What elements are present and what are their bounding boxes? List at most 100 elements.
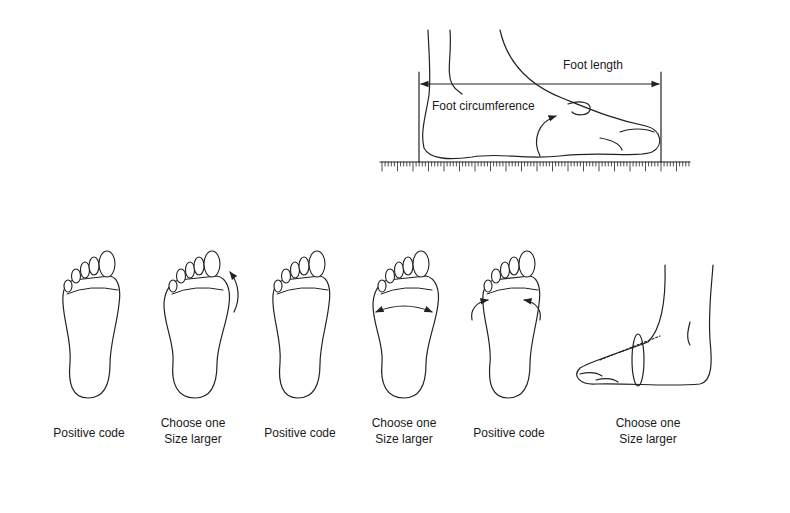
extension-line bbox=[418, 72, 419, 162]
toe bbox=[519, 251, 535, 277]
ruler-tick bbox=[394, 162, 395, 166]
circumference-loop bbox=[537, 116, 556, 156]
label-holder: Foot length bbox=[563, 57, 643, 73]
ruler-tick bbox=[506, 162, 507, 171]
ruler-tick bbox=[580, 162, 581, 166]
ruler-tick bbox=[447, 162, 448, 166]
footprint bbox=[273, 251, 330, 398]
ruler-tick bbox=[645, 162, 646, 171]
ruler-tick bbox=[527, 162, 528, 166]
ruler-tick bbox=[642, 162, 643, 166]
ruler-tick bbox=[428, 162, 429, 171]
toe-line bbox=[600, 138, 622, 150]
dimension-label: Foot circumference bbox=[432, 98, 562, 114]
ruler-tick bbox=[462, 162, 463, 166]
ruler-tick bbox=[540, 162, 541, 166]
ruler-tick bbox=[431, 162, 432, 166]
ruler-tick bbox=[688, 162, 689, 166]
caption: Choose one Size larger bbox=[362, 415, 446, 447]
ruler-tick bbox=[577, 162, 578, 166]
ruler-ticks bbox=[382, 162, 689, 171]
ruler-tick bbox=[648, 162, 649, 166]
footprint bbox=[373, 251, 439, 398]
ruler-tick bbox=[664, 162, 665, 166]
ruler-tick bbox=[626, 162, 627, 166]
instep-dots bbox=[600, 336, 660, 360]
side-toes bbox=[580, 373, 618, 382]
sole-outline bbox=[373, 276, 439, 398]
ruler-tick bbox=[413, 162, 414, 171]
toe bbox=[291, 262, 300, 278]
caption: Choose one Size larger bbox=[606, 415, 690, 447]
ruler-tick bbox=[537, 162, 538, 171]
side-leg bbox=[688, 322, 690, 345]
ruler-tick bbox=[661, 162, 662, 171]
ruler-tick bbox=[589, 162, 590, 166]
toe bbox=[386, 269, 395, 283]
ruler-tick bbox=[512, 162, 513, 166]
extension-line bbox=[660, 72, 661, 162]
ruler-tick bbox=[515, 162, 516, 166]
ruler-tick bbox=[406, 162, 407, 166]
ruler-tick bbox=[391, 162, 392, 166]
ruler-tick bbox=[533, 162, 534, 166]
ruler-tick bbox=[490, 162, 491, 171]
caption: Positive code bbox=[467, 425, 551, 441]
footprint bbox=[63, 251, 120, 398]
ruler-tick bbox=[614, 162, 615, 171]
toe bbox=[403, 257, 413, 275]
toe bbox=[169, 280, 177, 292]
ruler-tick bbox=[444, 162, 445, 171]
toe-base bbox=[381, 288, 432, 294]
toe-base bbox=[67, 288, 118, 294]
ruler-tick bbox=[487, 162, 488, 166]
ruler-tick bbox=[571, 162, 572, 166]
label-holder: Foot circumference bbox=[432, 98, 562, 114]
ruler-tick bbox=[602, 162, 603, 166]
ruler-tick bbox=[679, 162, 680, 166]
ruler-tick bbox=[611, 162, 612, 166]
ruler-tick bbox=[450, 162, 451, 166]
ruler-tick bbox=[468, 162, 469, 166]
ruler-tick bbox=[651, 162, 652, 166]
ruler-tick bbox=[459, 162, 460, 171]
ruler-tick bbox=[595, 162, 596, 166]
footprint bbox=[164, 251, 230, 398]
ruler-tick bbox=[599, 162, 600, 171]
ruler-tick bbox=[524, 162, 525, 166]
ruler-tick bbox=[465, 162, 466, 166]
ruler-tick bbox=[481, 162, 482, 166]
ruler-tick bbox=[630, 162, 631, 171]
ruler-tick bbox=[382, 162, 383, 171]
ruler-tick bbox=[440, 162, 441, 166]
circumference-loop bbox=[568, 102, 590, 115]
toe-base bbox=[277, 288, 328, 294]
ruler-tick bbox=[568, 162, 569, 171]
sole-outline bbox=[164, 276, 230, 398]
ruler-tick bbox=[654, 162, 655, 166]
ruler-tick bbox=[617, 162, 618, 166]
ruler-tick bbox=[552, 162, 553, 171]
label-holder: Choose one Size larger bbox=[151, 415, 235, 447]
ruler-tick bbox=[471, 162, 472, 166]
label-holder: Positive code bbox=[47, 425, 131, 441]
ruler-tick bbox=[673, 162, 674, 166]
caption: Choose one Size larger bbox=[151, 415, 235, 447]
label-holder: Choose one Size larger bbox=[362, 415, 446, 447]
dimension-label: Foot length bbox=[563, 57, 643, 73]
ruler-tick bbox=[592, 162, 593, 166]
ruler-tick bbox=[385, 162, 386, 166]
ruler-tick bbox=[502, 162, 503, 166]
ruler-tick bbox=[685, 162, 686, 166]
instep-loop bbox=[632, 334, 644, 386]
ruler-tick bbox=[484, 162, 485, 166]
ruler-tick bbox=[409, 162, 410, 166]
dimension-line bbox=[421, 83, 659, 84]
toe bbox=[194, 257, 204, 275]
toe bbox=[501, 262, 510, 278]
sole-outline bbox=[63, 276, 120, 398]
sole-outline bbox=[483, 276, 540, 398]
toe bbox=[309, 251, 325, 277]
ruler-tick bbox=[493, 162, 494, 166]
label-holder: Positive code bbox=[467, 425, 551, 441]
